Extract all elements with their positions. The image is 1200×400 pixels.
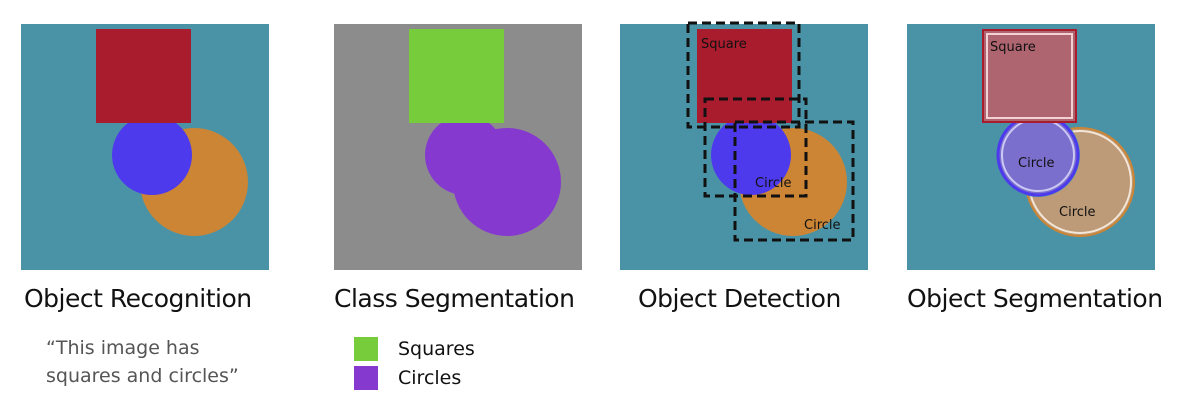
panel-title: Class Segmentation — [334, 284, 575, 313]
legend-swatch — [354, 336, 378, 361]
red-square — [96, 29, 191, 123]
legend-item-circles: Circles — [354, 363, 475, 392]
bounding-box-circle — [703, 97, 808, 198]
blue-circle-instance — [996, 113, 1080, 197]
caption-line: squares and circles” — [46, 365, 239, 387]
bounding-box-circle — [733, 120, 855, 242]
legend-label: Circles — [398, 366, 462, 389]
class-segmentation-image — [334, 24, 582, 270]
legend-swatch — [354, 365, 378, 390]
panel-title: Object Segmentation — [907, 284, 1163, 313]
caption-line: “This image has — [46, 337, 200, 359]
legend-label: Squares — [398, 337, 475, 360]
segmentation-label: Square — [990, 40, 1036, 55]
legend-item-squares: Squares — [354, 334, 475, 363]
segmentation-label: Circle — [1018, 156, 1055, 171]
red-square — [697, 29, 792, 123]
blue-circle — [112, 115, 192, 195]
circle-class-region — [425, 115, 505, 195]
square-instance — [982, 29, 1077, 123]
segmentation-label: Circle — [1059, 205, 1096, 220]
detection-label: Square — [701, 37, 747, 52]
blue-circle — [711, 115, 791, 195]
object-recognition-image — [21, 24, 269, 270]
object-detection-image: Square Circle Circle — [620, 21, 868, 270]
object-segmentation-image: Square Circle Circle — [907, 24, 1155, 270]
legend: Squares Circles — [354, 334, 475, 392]
recognition-caption: “This image has squares and circles” — [46, 334, 239, 390]
panel-title: Object Recognition — [24, 284, 252, 313]
panel-title: Object Detection — [638, 284, 841, 313]
detection-label: Circle — [804, 218, 841, 233]
bounding-box-square — [686, 21, 801, 129]
detection-label: Circle — [755, 176, 792, 191]
square-class-region — [409, 29, 504, 123]
